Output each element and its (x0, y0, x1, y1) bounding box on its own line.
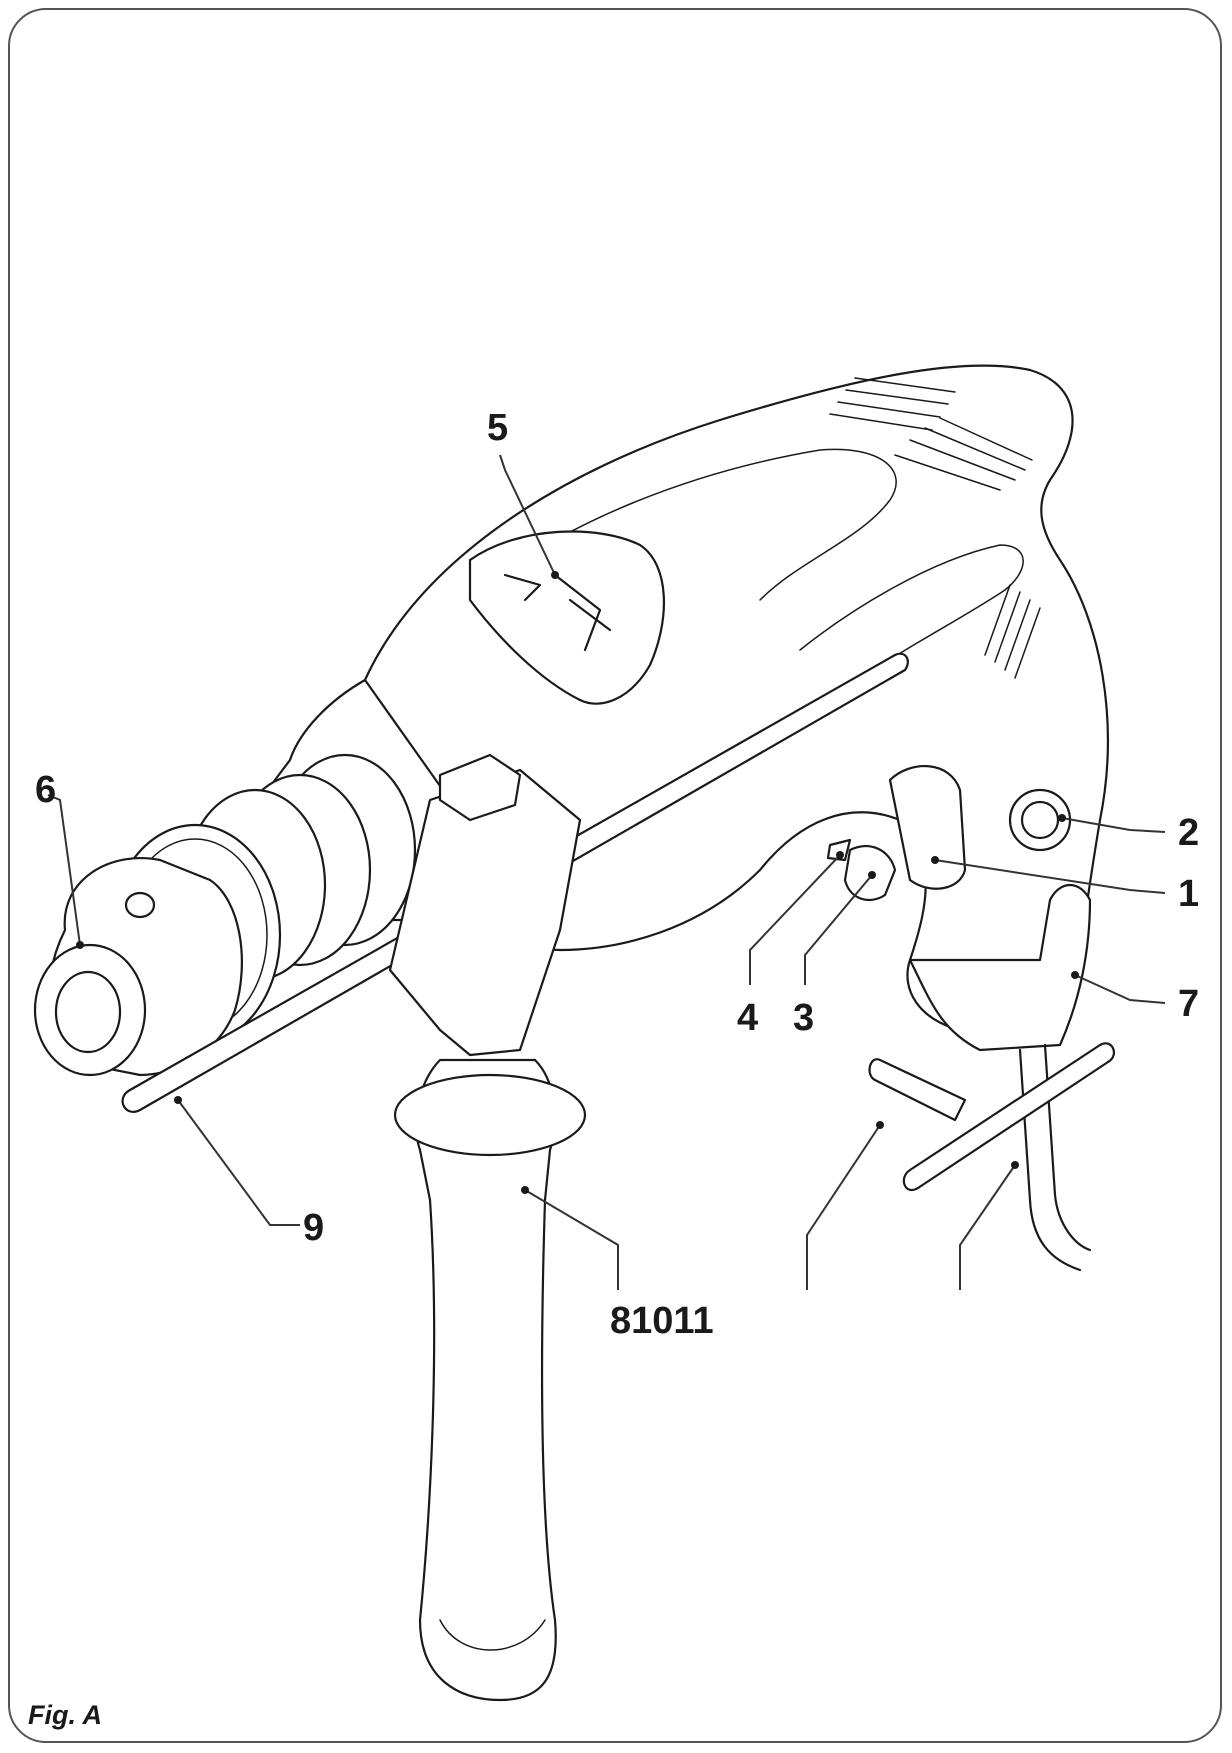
callout-1: 1 (1178, 873, 1199, 915)
switch-housing (888, 765, 967, 890)
chuck-key-hole (124, 891, 156, 919)
callout-3: 3 (793, 997, 814, 1039)
handle-grip-end (439, 1619, 546, 1651)
selector-symbol (553, 573, 612, 652)
figure-caption: Fig. A (28, 1700, 102, 1730)
drill-illustration (33, 364, 1115, 1702)
housing-groove (469, 448, 897, 601)
chuck-bore (54, 970, 122, 1054)
power-cord-outline (1043, 1043, 1092, 1252)
clamp-nut (438, 753, 522, 822)
power-cord (1018, 1048, 1082, 1272)
vent-slots-side (894, 417, 1033, 491)
callout-9: 9 (303, 1207, 324, 1249)
chuck-key (868, 1058, 967, 1122)
vent-slots-rear (984, 584, 1041, 679)
lock-on-button-inner (1020, 800, 1060, 840)
leader-lines (47, 454, 1166, 1290)
callout-5: 5 (487, 407, 508, 449)
depth-stop-arm (902, 1042, 1115, 1191)
auxiliary-handle (414, 1058, 557, 1702)
vent-slots-top (829, 377, 956, 431)
rear-handle (908, 884, 1092, 1052)
callout-7: 7 (1178, 983, 1199, 1025)
handle-guard (393, 1073, 587, 1157)
page-frame (8, 8, 1222, 1743)
reverse-switch (826, 838, 852, 862)
housing-groove-2 (799, 544, 1024, 681)
callout-4: 4 (737, 997, 758, 1039)
callout-81011: 81011 (610, 1300, 714, 1342)
callout-6: 6 (35, 769, 56, 811)
mode-selector-panel (468, 530, 665, 705)
selector-arrow (503, 573, 542, 602)
callout-2: 2 (1178, 812, 1199, 854)
